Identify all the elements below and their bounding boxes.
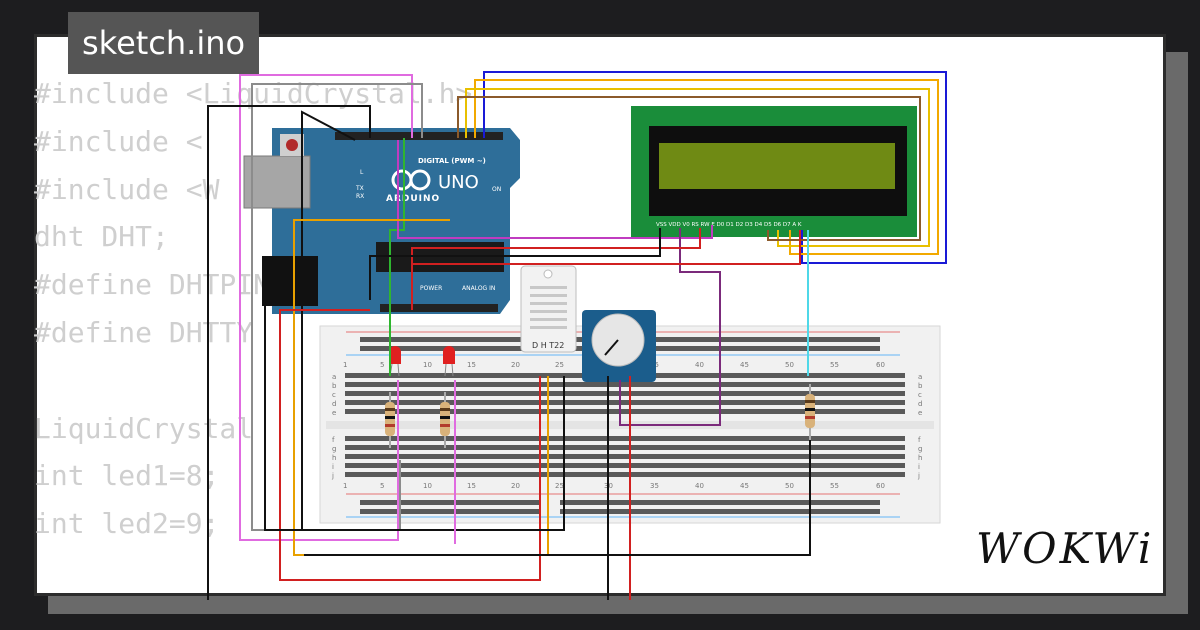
row-label: a (332, 373, 336, 381)
col-label: 40 (695, 361, 704, 369)
tx-led-label: TX (355, 185, 364, 192)
digital-label: DIGITAL (PWM ~) (418, 157, 486, 165)
wire-blue (483, 71, 947, 264)
row-label: c (332, 391, 336, 399)
col-label: 55 (830, 482, 839, 490)
col-label: 60 (876, 361, 885, 369)
wire-red-bottom (411, 230, 801, 310)
knob-indicator-icon (604, 339, 619, 356)
resistor-1 (385, 392, 395, 448)
col-label: 45 (740, 361, 749, 369)
row-label: i (918, 463, 920, 471)
wire-black-left (207, 105, 371, 600)
dht22-label: D H T22 (532, 341, 564, 350)
usb-port-icon (243, 155, 311, 209)
wire-gray (251, 83, 423, 531)
lcd-pin-labels: VSS VDD V0 RS RW E D0 D1 D2 D3 D4 D5 D6 … (656, 222, 802, 228)
potentiometer[interactable] (582, 310, 656, 382)
col-label: 60 (876, 482, 885, 490)
row-label: b (918, 382, 923, 390)
led-2 (443, 346, 455, 377)
col-label: 20 (511, 482, 520, 490)
col-label: 25 (555, 361, 564, 369)
reset-button-icon (286, 139, 298, 151)
col-label: 15 (467, 361, 476, 369)
digital-header (335, 132, 503, 140)
wokwi-logo: WOKWi (976, 524, 1155, 573)
row-label: f (918, 436, 921, 444)
wire-pink (239, 74, 413, 541)
row-label: h (918, 454, 922, 462)
power-analog-header (380, 304, 498, 312)
row-label: g (918, 445, 922, 453)
col-label: 20 (511, 361, 520, 369)
wire-black-top (301, 110, 356, 530)
col-label: 50 (785, 361, 794, 369)
wire-black-dht (264, 256, 565, 531)
row-label: i (332, 463, 334, 471)
col-label: 35 (650, 482, 659, 490)
row-label: e (332, 409, 336, 417)
col-label: 1 (343, 482, 347, 490)
row-label: d (918, 400, 922, 408)
file-name-tag: sketch.ino (68, 12, 260, 74)
row-label: a (918, 373, 922, 381)
row-label: g (332, 445, 336, 453)
col-label: 15 (467, 482, 476, 490)
resistor-2 (440, 392, 450, 448)
wire-red-dht (279, 309, 541, 581)
uno-label: UNO (438, 172, 479, 193)
analog-label: ANALOG IN (462, 285, 495, 292)
col-label: 25 (555, 482, 564, 490)
rx-led-label: RX (356, 193, 364, 200)
col-label: 5 (380, 482, 384, 490)
col-label: 10 (423, 361, 432, 369)
row-label: d (332, 400, 336, 408)
code-line: dht DHT; (34, 220, 169, 254)
col-label: 1 (343, 361, 347, 369)
row-label: j (917, 472, 920, 480)
lcd-screen (659, 143, 895, 189)
lcd-display: VSS VDD V0 RS RW E D0 D1 D2 D3 D4 D5 D6 … (631, 106, 917, 237)
row-label: f (332, 436, 335, 444)
row-label: e (918, 409, 922, 417)
col-label: 50 (785, 482, 794, 490)
col-label: 45 (740, 482, 749, 490)
resistor-3 (805, 384, 815, 440)
code-line: #include <W (34, 172, 220, 206)
l-led-label: L (360, 169, 364, 176)
led-icon (443, 346, 455, 364)
col-label: 10 (423, 482, 432, 490)
wire-brown (457, 96, 921, 241)
dht22-sensor: D H T22 (520, 265, 577, 353)
wire-yellow-dht (293, 219, 549, 556)
row-label: b (332, 382, 337, 390)
on-led-label: ON (492, 186, 501, 193)
code-line: int led1=8; (34, 459, 220, 493)
wire-black-lcd (369, 228, 661, 300)
arduino-brand-label: ARDUINO (386, 194, 440, 204)
code-line: #include < (34, 124, 203, 158)
wire-magenta (397, 140, 713, 239)
code-line: LiquidCrystal (34, 411, 254, 445)
wires (207, 71, 947, 600)
wire-black-right (304, 440, 811, 556)
code-line: #include <LiquidCrystal.h> (34, 77, 473, 110)
row-label: c (918, 391, 922, 399)
led-icon (389, 346, 401, 364)
row-label: h (332, 454, 336, 462)
col-label: 40 (695, 482, 704, 490)
row-label: j (331, 472, 334, 480)
power-jack-icon (262, 256, 318, 306)
power-label: POWER (420, 285, 442, 292)
col-label: 5 (380, 361, 384, 369)
code-line: int led2=9; (34, 507, 220, 541)
col-label: 55 (830, 361, 839, 369)
